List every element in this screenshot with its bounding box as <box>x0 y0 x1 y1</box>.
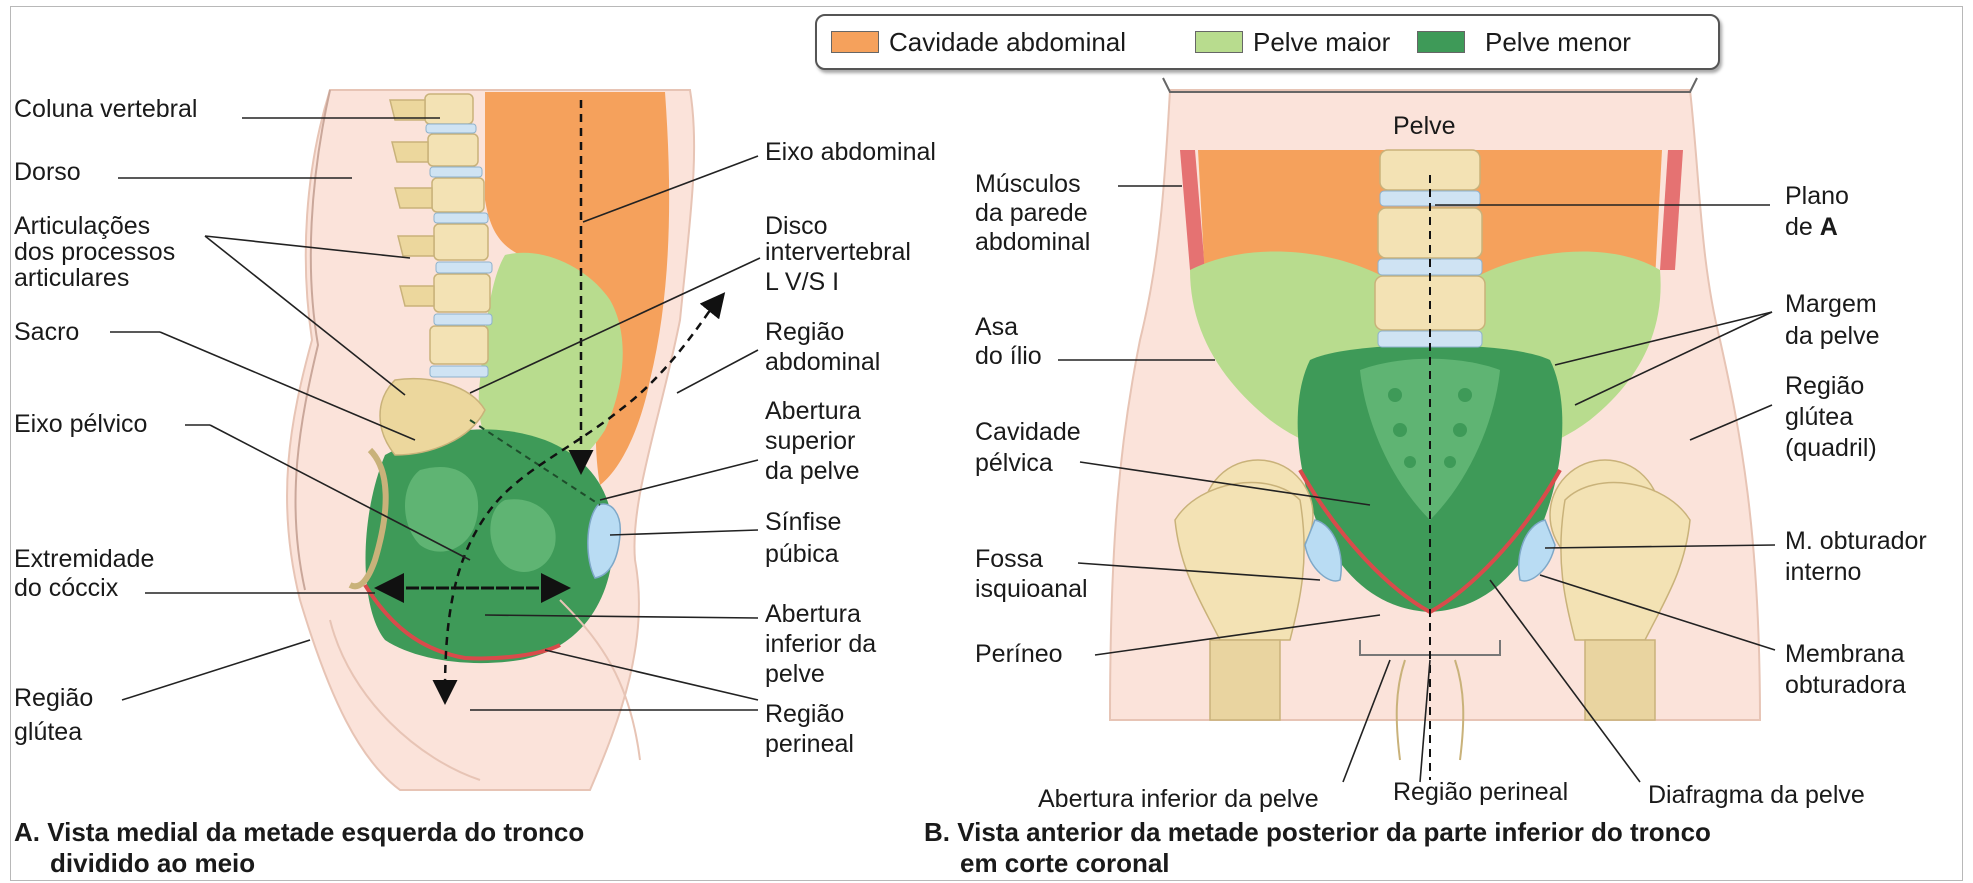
panel-a-drawing <box>286 89 726 791</box>
panel-b-drawing <box>1108 77 1762 780</box>
legend-swatch-greater-pelvis <box>1195 31 1243 53</box>
figure-frame <box>10 6 1963 881</box>
caption-b-line-1: B. Vista anterior da metade posterior da… <box>924 817 1711 847</box>
label-obturador-2: interno <box>1785 558 1862 586</box>
legend-swatch-lesser-pelvis <box>1417 31 1465 53</box>
label-sacro: Sacro <box>14 318 80 346</box>
label-disco-3: L V/S I <box>765 268 840 296</box>
label-articulacoes-1: Articulações <box>14 212 151 240</box>
label-regiao-glutea-b-1: Região <box>1785 372 1865 400</box>
label-diafragma: Diafragma da pelve <box>1648 781 1865 809</box>
legend-label-abdominal: Cavidade abdominal <box>889 27 1127 57</box>
label-regiao-perineal-b: Região perineal <box>1393 778 1569 806</box>
label-regiao-abdominal-1: Região <box>765 318 845 346</box>
label-eixo-pelvico: Eixo pélvico <box>14 410 148 438</box>
label-abertura-inferior-a-1: Abertura <box>765 600 861 628</box>
label-extremidade-1: Extremidade <box>14 545 155 573</box>
label-sinfise-2: púbica <box>765 540 839 568</box>
label-abertura-superior-2: superior <box>765 427 856 455</box>
label-pelve: Pelve <box>1393 112 1456 140</box>
label-cavidade-2: pélvica <box>975 449 1053 477</box>
legend-label-greater-pelvis: Pelve maior <box>1253 27 1391 57</box>
label-plano-de: de <box>1785 213 1820 241</box>
label-membrana-1: Membrana <box>1785 640 1905 668</box>
label-regiao-perineal-a-2: perineal <box>765 730 854 758</box>
label-musculos-1: Músculos <box>975 170 1081 198</box>
label-abertura-superior-3: da pelve <box>765 457 860 485</box>
label-regiao-glutea-a-2: glútea <box>14 718 83 746</box>
legend-swatch-abdominal <box>831 31 879 53</box>
panel-b-leader-lines <box>1058 185 1776 783</box>
label-articulacoes-3: articulares <box>14 264 130 292</box>
label-abertura-inferior-a-2: inferior da <box>765 630 877 658</box>
label-eixo-abdominal: Eixo abdominal <box>765 138 936 166</box>
label-fossa-1: Fossa <box>975 545 1044 573</box>
label-sinfise-1: Sínfise <box>765 508 842 536</box>
pubic-symphysis-shape <box>587 503 621 579</box>
greater-pelvis-area <box>478 252 623 476</box>
label-asa-2: do ílio <box>975 342 1042 370</box>
label-fossa-2: isquioanal <box>975 575 1088 603</box>
caption-a-line-2: dividido ao meio <box>50 848 256 878</box>
legend-label-lesser-pelvis: Pelve menor <box>1485 27 1631 57</box>
panel-a-leader-lines <box>110 117 761 711</box>
label-dorso: Dorso <box>14 158 81 186</box>
label-asa-1: Asa <box>975 313 1019 341</box>
caption-b-line-2: em corte coronal <box>960 848 1170 878</box>
label-musculos-3: abdominal <box>975 228 1091 256</box>
label-articulacoes-2: dos processos <box>14 238 176 266</box>
label-membrana-2: obturadora <box>1785 671 1906 699</box>
label-margem-1: Margem <box>1785 290 1877 318</box>
color-legend: Cavidade abdominal Pelve maior Pelve men… <box>815 14 1720 70</box>
label-cavidade-1: Cavidade <box>975 418 1081 446</box>
label-disco-1: Disco <box>765 212 828 240</box>
label-extremidade-2: do cóccix <box>14 574 119 602</box>
label-regiao-glutea-b-2: glútea <box>1785 403 1854 431</box>
label-obturador-1: M. obturador <box>1785 527 1927 555</box>
label-regiao-perineal-a-1: Região <box>765 700 845 728</box>
label-perineo: Períneo <box>975 640 1063 668</box>
label-margem-2: da pelve <box>1785 322 1880 350</box>
label-abertura-inferior-a-3: pelve <box>765 660 825 688</box>
label-plano-a: A <box>1819 213 1838 241</box>
label-disco-2: intervertebral <box>765 238 911 266</box>
label-abertura-inferior-b: Abertura inferior da pelve <box>1038 785 1319 813</box>
label-musculos-2: da parede <box>975 199 1088 227</box>
label-regiao-glutea-b-3: (quadril) <box>1785 434 1877 462</box>
label-plano-2: de A <box>1785 213 1838 242</box>
label-regiao-glutea-a-1: Região <box>14 684 94 712</box>
label-coluna-vertebral: Coluna vertebral <box>14 95 198 123</box>
label-plano-1: Plano <box>1785 182 1849 210</box>
caption-a-line-1: A. Vista medial da metade esquerda do tr… <box>14 817 585 847</box>
label-regiao-abdominal-2: abdominal <box>765 348 881 376</box>
label-abertura-superior-1: Abertura <box>765 397 861 425</box>
